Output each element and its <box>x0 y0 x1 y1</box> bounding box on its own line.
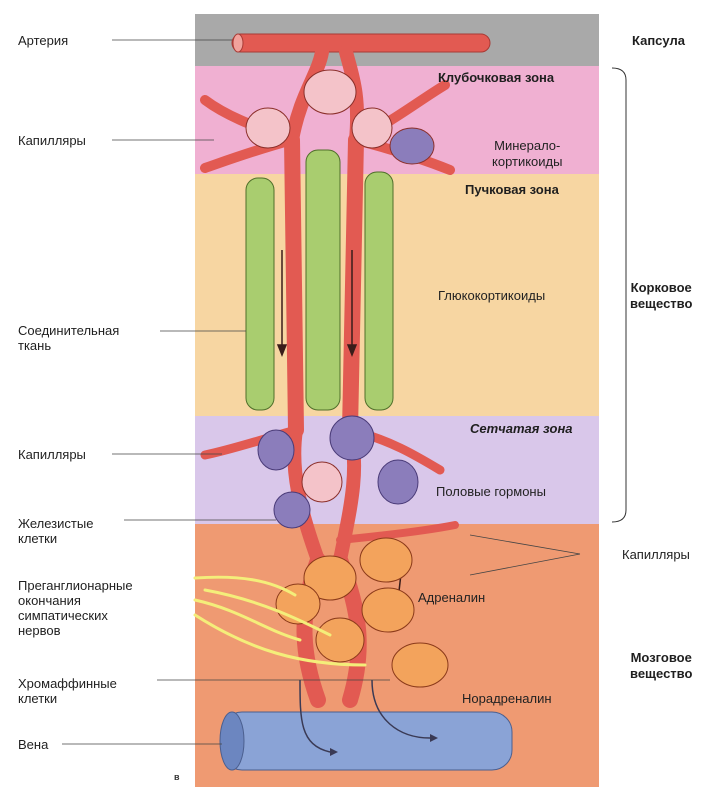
hormone-adrenaline: Адреналин <box>418 590 485 606</box>
zone-glomerular: Клубочковая зона <box>438 70 554 85</box>
label-medulla: Мозговое вещество <box>630 650 692 682</box>
zone-fascicular: Пучковая зона <box>465 182 559 197</box>
label-connective-tissue: Соединительная ткань <box>18 323 119 353</box>
zone-reticular: Сетчатая зона <box>470 421 573 436</box>
hormone-mineralocorticoids: Минерало- кортикоиды <box>492 138 562 170</box>
label-preganglionic: Преганглионарные окончания симпатических… <box>18 578 133 638</box>
hormone-noradrenaline: Норадреналин <box>462 691 552 707</box>
label-capsule: Капсула <box>632 33 685 49</box>
figure-letter: в <box>174 772 180 782</box>
hormone-glucocorticoids: Глюкокортикоиды <box>438 288 545 304</box>
cortex-bracket <box>612 68 626 522</box>
label-artery: Артерия <box>18 33 68 48</box>
label-vein: Вена <box>18 737 48 752</box>
label-chromaffin: Хромаффинные клетки <box>18 676 117 706</box>
label-cortex: Корковое вещество <box>630 280 692 312</box>
label-capillaries-top: Капилляры <box>18 133 86 148</box>
label-gland-cells: Железистые клетки <box>18 516 93 546</box>
hormone-sex: Половые гормоны <box>436 484 546 500</box>
label-capillaries-right: Капилляры <box>622 547 690 562</box>
artery <box>232 34 490 52</box>
fascicular-cells <box>246 150 393 410</box>
label-capillaries-mid: Капилляры <box>18 447 86 462</box>
